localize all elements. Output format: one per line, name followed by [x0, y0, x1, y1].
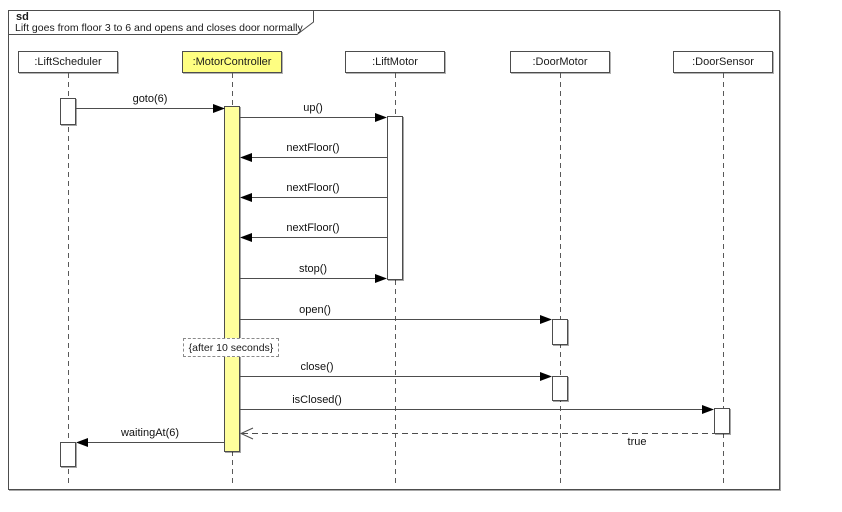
frame-label-shape	[8, 10, 314, 35]
duration-constraint: {after 10 seconds}	[183, 338, 279, 357]
frame-operator: sd	[16, 11, 29, 23]
lifeline-name: :LiftMotor	[372, 56, 418, 68]
activation-liftmotor	[387, 116, 403, 280]
lifeline-name: :MotorController	[192, 56, 272, 68]
lifeline-name: :LiftScheduler	[34, 56, 102, 68]
frame-label-pentagon	[8, 10, 314, 35]
activation-liftscheduler-1	[60, 98, 76, 125]
message-label-waitingat6: waitingAt(6)	[120, 427, 180, 439]
lifeline-name: :DoorMotor	[532, 56, 588, 68]
message-label-isclosed: isClosed()	[292, 394, 342, 406]
interaction-frame	[8, 10, 780, 490]
message-label-stop: stop()	[298, 263, 328, 275]
message-label-up: up()	[303, 102, 323, 114]
frame-title: Lift goes from floor 3 to 6 and opens an…	[15, 22, 303, 34]
lifeline-head-doorsensor: :DoorSensor	[673, 51, 773, 73]
activation-doormotor-2	[552, 376, 568, 401]
activation-liftscheduler-2	[60, 442, 76, 467]
lifeline-head-liftscheduler: :LiftScheduler	[18, 51, 118, 73]
message-label-nextfloor-2: nextFloor()	[286, 182, 340, 194]
activation-motorcontroller	[224, 106, 240, 452]
message-label-close: close()	[300, 361, 334, 373]
lifeline-name: :DoorSensor	[692, 56, 754, 68]
lifeline-head-doormotor: :DoorMotor	[510, 51, 610, 73]
message-label-goto6: goto(6)	[132, 93, 168, 105]
activation-doormotor-1	[552, 319, 568, 345]
message-label-true: true	[627, 436, 647, 448]
activation-doorsensor	[714, 408, 730, 434]
message-label-nextfloor-1: nextFloor()	[286, 142, 340, 154]
message-label-open: open()	[299, 304, 331, 316]
lifeline-head-liftmotor: :LiftMotor	[345, 51, 445, 73]
message-label-nextfloor-3: nextFloor()	[286, 222, 340, 234]
duration-constraint-label: {after 10 seconds}	[188, 341, 274, 354]
lifeline-head-motorcontroller: :MotorController	[182, 51, 282, 73]
